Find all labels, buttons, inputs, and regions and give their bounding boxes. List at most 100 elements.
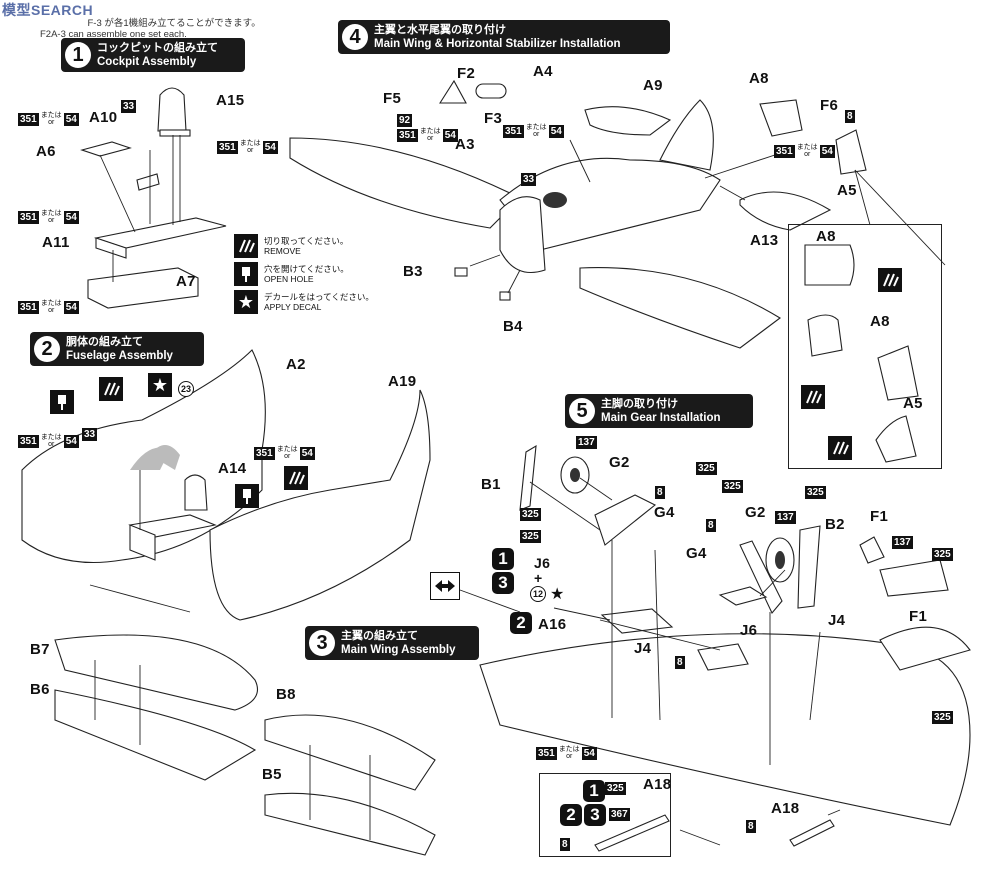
part-label-b3: B3	[403, 263, 423, 280]
step-badge-1: 1	[583, 780, 605, 802]
paint-code-325: 325	[520, 530, 541, 543]
part-label-a11: A11	[42, 234, 70, 251]
open-hole-icon	[50, 390, 74, 414]
or-jp: または	[40, 112, 62, 119]
step-2-header: 2 胴体の組み立て Fuselage Assembly	[30, 332, 204, 366]
part-label-b1: B1	[481, 476, 501, 493]
cowling	[499, 196, 546, 274]
step-2-title-jp: 胴体の組み立て	[66, 336, 143, 348]
paint-code-8: 8	[675, 656, 685, 669]
legend-decal-jp: デカールをはってください。	[264, 292, 374, 302]
step-3-number: 3	[309, 630, 335, 656]
paint-code-351: 351	[397, 128, 418, 142]
floor-a11	[93, 217, 227, 249]
symbol-legend: 切り取ってください。REMOVE 穴を開けてください。OPEN HOLE ★ デ…	[234, 234, 384, 314]
paint-code-8: 8	[655, 486, 665, 499]
or-jp: または	[40, 210, 62, 217]
or-en: or	[533, 131, 540, 138]
note-line-en: F2A-3 can assemble one set each.	[40, 29, 187, 40]
part-label-a7: A7	[176, 273, 196, 290]
paint-code-54: 54	[299, 446, 315, 460]
wing-b5	[264, 792, 436, 856]
paint-code-8: 8	[746, 820, 756, 833]
part-label-a4: A4	[533, 63, 553, 80]
step-badge-1: 1	[492, 548, 514, 570]
paint-code-54: 54	[63, 112, 79, 126]
remove-icon	[99, 377, 123, 401]
part-label-b8: B8	[276, 686, 296, 703]
paint-code-351: 351	[18, 210, 39, 224]
wing-b6	[54, 689, 257, 781]
or-jp: または	[40, 300, 62, 307]
step-1-header: 1 コックピットの組み立て Cockpit Assembly	[61, 38, 245, 72]
part-label-f5: F5	[383, 90, 402, 107]
paint-code-137: 137	[892, 536, 913, 549]
decal-number-12: 12	[530, 586, 546, 602]
paint-code-8: 8	[706, 519, 716, 532]
paint-code-351: 351	[18, 434, 39, 448]
step-1-title-en: Cockpit Assembly	[97, 56, 197, 68]
step-badge-3: 3	[492, 572, 514, 594]
part-label-g2: G2	[745, 504, 766, 521]
or-en: or	[247, 147, 254, 154]
part-label-b5: B5	[262, 766, 282, 783]
part-label-a2: A2	[286, 356, 306, 373]
paint-code-54: 54	[548, 124, 564, 138]
part-label-a3: A3	[455, 136, 475, 153]
part-label-g4: G4	[686, 545, 707, 562]
seat-part-a15	[157, 87, 187, 132]
step-2-number: 2	[34, 336, 60, 362]
paint-code-351: 351	[536, 746, 557, 760]
paint-code-33: 33	[521, 173, 537, 186]
fuselage-half-a19	[209, 389, 431, 621]
part-label-a18: A18	[771, 800, 800, 817]
part-label-f2: F2	[457, 65, 476, 82]
step-2-title-en: Fuselage Assembly	[66, 350, 173, 362]
paint-code-33: 33	[82, 428, 98, 441]
step-5-title-en: Main Gear Installation	[601, 412, 721, 424]
part-label-j6: J6	[534, 555, 551, 571]
paint-code-92: 92	[397, 114, 413, 127]
inset-label-a8: A8	[870, 313, 890, 330]
step-5-header: 5 主脚の取り付け Main Gear Installation	[565, 394, 753, 428]
step-4-header: 4 主翼と水平尾翼の取り付け Main Wing & Horizontal St…	[338, 20, 670, 54]
open-hole-icon	[234, 262, 258, 286]
paint-code-54: 54	[262, 140, 278, 154]
part-label-j6: J6	[740, 622, 758, 639]
or-en: or	[48, 217, 55, 224]
legend-hole-en: OPEN HOLE	[264, 274, 314, 284]
part-label-j4: J4	[634, 640, 652, 657]
part-label-j4: J4	[828, 612, 846, 629]
paint-code-367: 367	[609, 808, 630, 821]
assembly-note: F-3 が各1機組み立てることができます。 F2A-3 can assemble…	[40, 18, 261, 40]
part-label-a15: A15	[216, 92, 245, 109]
paint-code-351: 351	[217, 140, 238, 154]
part-label-a13: A13	[750, 232, 779, 249]
paint-code-8: 8	[845, 110, 855, 123]
paint-code-137: 137	[576, 436, 597, 449]
wing-b7	[54, 634, 259, 711]
paint-code-54: 54	[63, 210, 79, 224]
or-jp: または	[239, 140, 261, 147]
step-1-number: 1	[65, 42, 91, 68]
part-label-a10: A10	[89, 109, 118, 126]
part-label-b2: B2	[825, 516, 845, 533]
step-5-title-jp: 主脚の取り付け	[601, 398, 678, 410]
decal-star-icon: ★	[148, 373, 172, 397]
part-label-a8: A8	[749, 70, 769, 87]
paint-code-325: 325	[932, 548, 953, 561]
left-wing	[289, 137, 521, 229]
paint-code-33: 33	[121, 100, 137, 113]
step-5-number: 5	[569, 398, 595, 424]
step-1-title-jp: コックピットの組み立て	[97, 42, 218, 54]
or-en: or	[566, 753, 573, 760]
or-en: or	[427, 135, 434, 142]
steps-1-3-badge: 1 3	[492, 548, 514, 594]
